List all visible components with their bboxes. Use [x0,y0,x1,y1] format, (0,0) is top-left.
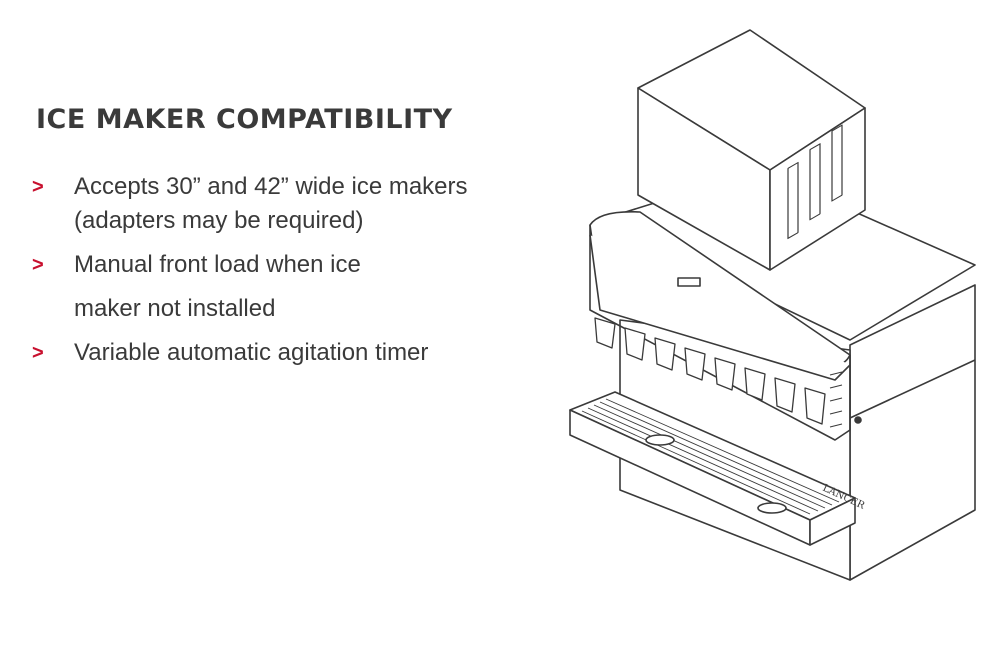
dispense-levers [594,317,826,425]
chevron-bullet-icon: > [32,176,44,198]
ice-dispenser-illustration: LANCER [560,20,990,600]
feature-item-ice-maker-sizes: > Accepts 30” and 42” wide ice makers (a… [32,170,542,238]
feature-list: > Accepts 30” and 42” wide ice makers (a… [32,170,542,370]
feature-text: Manual front load when ice [74,251,361,278]
feature-item-manual-load: > Manual front load when ice maker not i… [32,248,542,326]
feature-text-continued: maker not installed [74,295,276,322]
chevron-bullet-icon: > [32,342,44,364]
drip-tray [569,391,856,546]
feature-text: Variable automatic agitation timer [74,339,429,366]
ice-maker-unit [637,29,866,271]
feature-text-continued: (adapters may be required) [74,207,364,234]
agitation-knob [854,416,862,424]
feature-item-agitation-timer: > Variable automatic agitation timer [32,336,542,370]
dispenser-hood [589,210,851,441]
chevron-bullet-icon: > [32,254,44,276]
feature-panel: ICE MAKER COMPATIBILITY > Accepts 30” an… [32,104,542,370]
feature-text: Accepts 30” and 42” wide ice makers [74,173,468,200]
section-heading: ICE MAKER COMPATIBILITY [36,104,453,135]
